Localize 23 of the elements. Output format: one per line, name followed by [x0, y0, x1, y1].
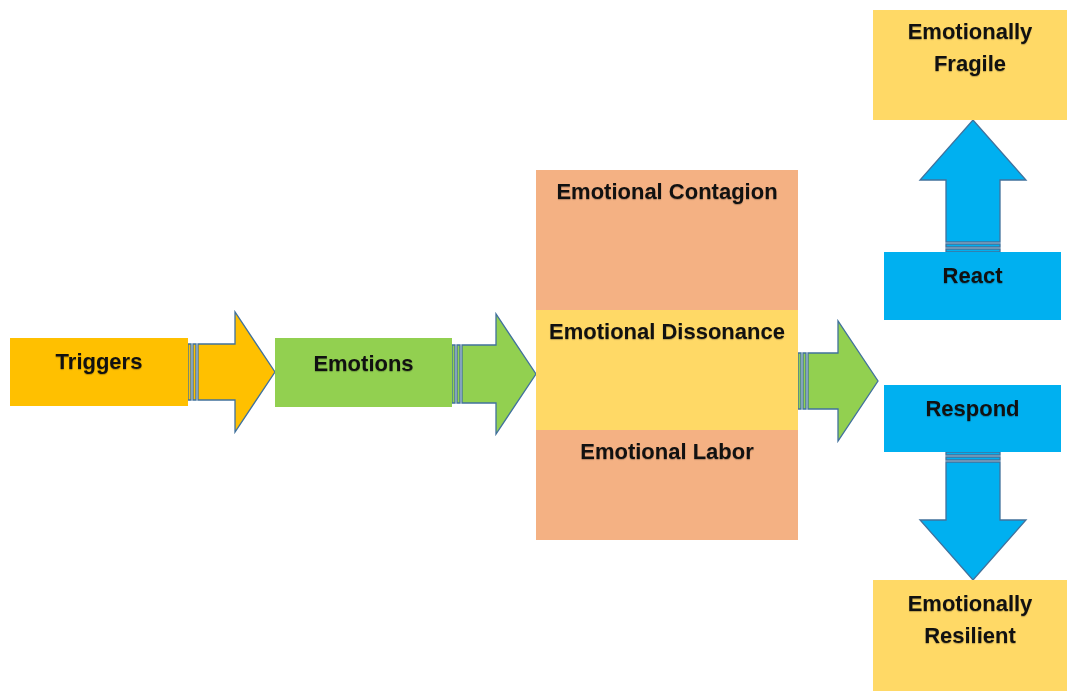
process-box — [884, 252, 1061, 320]
box-label: Emotional Labor — [580, 438, 754, 466]
box-label: Respond — [925, 395, 1020, 423]
block-arrow — [797, 318, 879, 444]
process-box — [536, 310, 798, 430]
box-label: Emotionally Resilient — [906, 590, 1034, 650]
process-box — [536, 430, 798, 540]
process-box — [536, 170, 798, 310]
box-label: Emotionally Fragile — [906, 18, 1034, 78]
process-box — [884, 385, 1061, 452]
box-label: Triggers — [55, 348, 143, 376]
box-label: Emotions — [313, 350, 414, 378]
process-box — [275, 338, 452, 407]
box-label: Emotional Contagion — [556, 178, 778, 206]
box-label: React — [942, 262, 1003, 290]
block-arrow — [918, 119, 1028, 253]
process-box — [10, 338, 188, 406]
box-label: Emotional Dissonance — [549, 318, 785, 346]
process-box — [873, 580, 1067, 691]
block-arrow — [918, 451, 1028, 581]
block-arrow — [187, 309, 276, 435]
block-arrow — [451, 311, 537, 437]
process-box — [873, 10, 1067, 120]
